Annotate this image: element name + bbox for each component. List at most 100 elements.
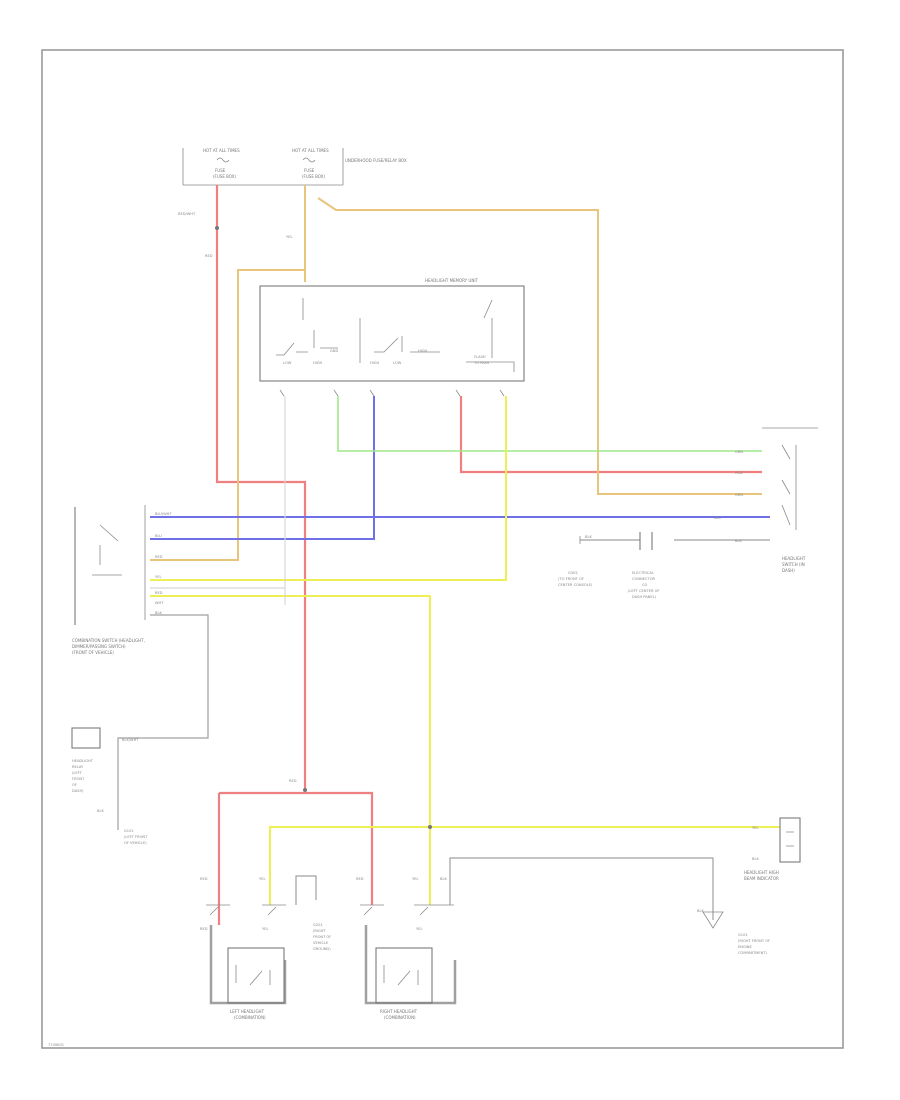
connector-b: ELECTRICAL CONNECTOR G3 (LEFT CENTER OF … (628, 532, 660, 599)
left-headlight-label-1: LEFT HEADLIGHT (230, 1009, 265, 1014)
left-switch-wire-5: RED (155, 591, 163, 595)
control-unit: HEADLIGHT MEMORY UNIT LOW HIGH GND HIGH … (259, 278, 525, 382)
wire-red-main (215, 185, 374, 925)
left-hl-wire-red: RED (200, 877, 208, 881)
left-hl-wire-red-2: RED (200, 927, 208, 931)
ground-g1-label-2: (LEFT FRONT (124, 835, 148, 839)
control-pin-1: LOW (283, 361, 292, 365)
connector-b-label-5: DASH PANEL) (632, 595, 657, 599)
wire-label-red-2: RED (289, 779, 297, 783)
small-relay-label-3: (LEFT (72, 771, 83, 775)
wire-blue-2 (150, 396, 375, 540)
right-switch-wire-5: BLK (735, 539, 742, 543)
right-ground-label-3: ENGINE (738, 945, 752, 949)
control-pin-7: FLASH (474, 355, 486, 359)
left-switch: BLU/WHT BLU RED YEL RED WHT BLK COMBINAT… (72, 505, 172, 655)
mid-ground-label-1: G201 (313, 923, 323, 927)
control-pin-3: GND (330, 349, 338, 353)
left-headlight-label-2: (COMBINATION) (234, 1015, 266, 1020)
right-switch-wire-2: RED (735, 471, 743, 475)
control-pin-5: LOW (393, 361, 402, 365)
right-hl-wire-yel-2: YEL (416, 927, 422, 931)
control-pin-6: HIGH (418, 349, 428, 353)
left-switch-wire-3: RED (155, 555, 163, 559)
right-switch-label-2: SWITCH (IN (782, 562, 805, 567)
connector-b-label-1: ELECTRICAL (632, 571, 654, 575)
left-switch-wire-1: BLU/WHT (155, 512, 172, 516)
small-relay-wire: BLK (97, 809, 104, 813)
wire-orange-2 (317, 197, 762, 495)
connector-ground-label-2: (TO FRONT OF (558, 577, 584, 581)
figure-id: 7749K01 (48, 1043, 64, 1047)
indicator-label-1: HEADLIGHT HIGH (744, 870, 779, 875)
right-ground-wire: BLK (697, 909, 704, 913)
ground-g1-label-1: G101 (124, 829, 134, 833)
fuse-a-label-3: (FUSE BOX) (213, 174, 236, 179)
wire-label-blu: BLU (714, 516, 721, 520)
small-relay-label-6: DASH) (72, 789, 84, 793)
right-hl-wire-blk: BLK (440, 877, 447, 881)
left-headlight: RED YEL RED YEL LEFT HEADLIGHT (COMBINAT… (200, 877, 287, 1020)
mid-ground-label-5: GROUND) (313, 947, 331, 951)
left-switch-wire-6: WHT (155, 601, 164, 605)
connector-ground-label-1: G302 (568, 571, 578, 575)
left-switch-label-1: COMBINATION SWITCH (HEADLIGHT, (72, 638, 145, 643)
fuse-b-label-3: (FUSE BOX) (302, 174, 325, 179)
small-relay-label-4: FRONT (72, 777, 85, 781)
right-headlight: RED YEL BLK YEL RIGHT HEADLIGHT (COMBINA… (356, 877, 457, 1020)
left-switch-wire-2: BLU (155, 534, 162, 538)
wire-black-2 (449, 857, 714, 920)
control-unit-pins (279, 389, 505, 397)
connector-ground-label-3: CENTER CONSOLE) (558, 583, 593, 587)
right-switch-label-1: HEADLIGHT (782, 556, 806, 561)
wire-label-yel: YEL (286, 235, 292, 239)
right-ground-label-4: COMPARTMENT) (738, 951, 768, 955)
wire-black-3 (295, 875, 317, 905)
fuse-b-label-2: FUSE (304, 168, 315, 173)
wire-yellow-2 (150, 595, 431, 905)
right-switch-label-3: DASH) (782, 568, 795, 573)
mid-ground-label-3: FRONT OF (313, 935, 331, 939)
connector-ground: G302 (TO FRONT OF CENTER CONSOLE) (558, 536, 593, 587)
control-unit-label: HEADLIGHT MEMORY UNIT (425, 278, 478, 283)
small-relay-label-2: RELAY (72, 765, 84, 769)
wire-orange-1 (150, 185, 306, 561)
indicator-wire-2: BLK (752, 857, 759, 861)
wire-yellow-1 (150, 396, 507, 581)
wire-black-1 (117, 614, 209, 830)
control-pin-2: HIGH (313, 361, 323, 365)
right-switch: GRN RED GRN BLK HEADLIGHT SWITCH (IN DAS… (735, 427, 818, 573)
connector-b-label-2: CONNECTOR (632, 577, 656, 581)
ground-g1-label-3: OF VEHICLE) (124, 841, 147, 845)
right-headlight-label-2: (COMBINATION) (384, 1015, 416, 1020)
wire-label-red-wht: RED/WHT (178, 212, 196, 216)
wire-green (337, 396, 762, 452)
right-switch-wire-3: GRN (735, 493, 743, 497)
right-ground-label-2: (RIGHT FRONT OF (738, 939, 770, 943)
small-relay: HEADLIGHT RELAY (LEFT FRONT OF DASH) BLK… (71, 727, 148, 845)
indicator: YEL BLK HEADLIGHT HIGH BEAM INDICATOR (744, 817, 801, 881)
small-relay-label-1: HEADLIGHT (72, 759, 94, 763)
left-switch-wire-4: YEL (155, 575, 161, 579)
left-hl-wire-yel-2: YEL (262, 927, 268, 931)
left-switch-wire-7: BLK (155, 611, 162, 615)
wire-label-blk-wht: BLK/WHT (122, 738, 139, 742)
fuse-a-label-2: FUSE (215, 168, 226, 173)
left-hl-wire-yel: YEL (259, 877, 265, 881)
indicator-label-2: BEAM INDICATOR (744, 876, 779, 881)
fuse-box-label: UNDERHOOD FUSE/RELAY BOX (345, 158, 407, 163)
right-switch-wire-1: GRN (735, 450, 743, 454)
mid-ground-label-2: (RIGHT (313, 929, 326, 933)
diagram-frame (41, 49, 844, 1049)
fuse-a-label-1: HOT AT ALL TIMES (203, 148, 240, 153)
connector-b-label-4: (LEFT CENTER OF (628, 589, 660, 593)
mid-ground-label-4: VEHICLE (313, 941, 329, 945)
small-relay-label-5: OF (72, 783, 77, 787)
connector-b-label-3: G3 (642, 583, 647, 587)
control-pin-8: TO PASS (473, 361, 490, 365)
right-hl-wire-red: RED (356, 877, 364, 881)
fuse-section: HOT AT ALL TIMES FUSE (FUSE BOX) HOT AT … (182, 148, 407, 186)
left-switch-label-3: (FRONT OF VEHICLE) (72, 650, 114, 655)
right-ground: BLK G101 (RIGHT FRONT OF ENGINE COMPARTM… (697, 909, 770, 955)
